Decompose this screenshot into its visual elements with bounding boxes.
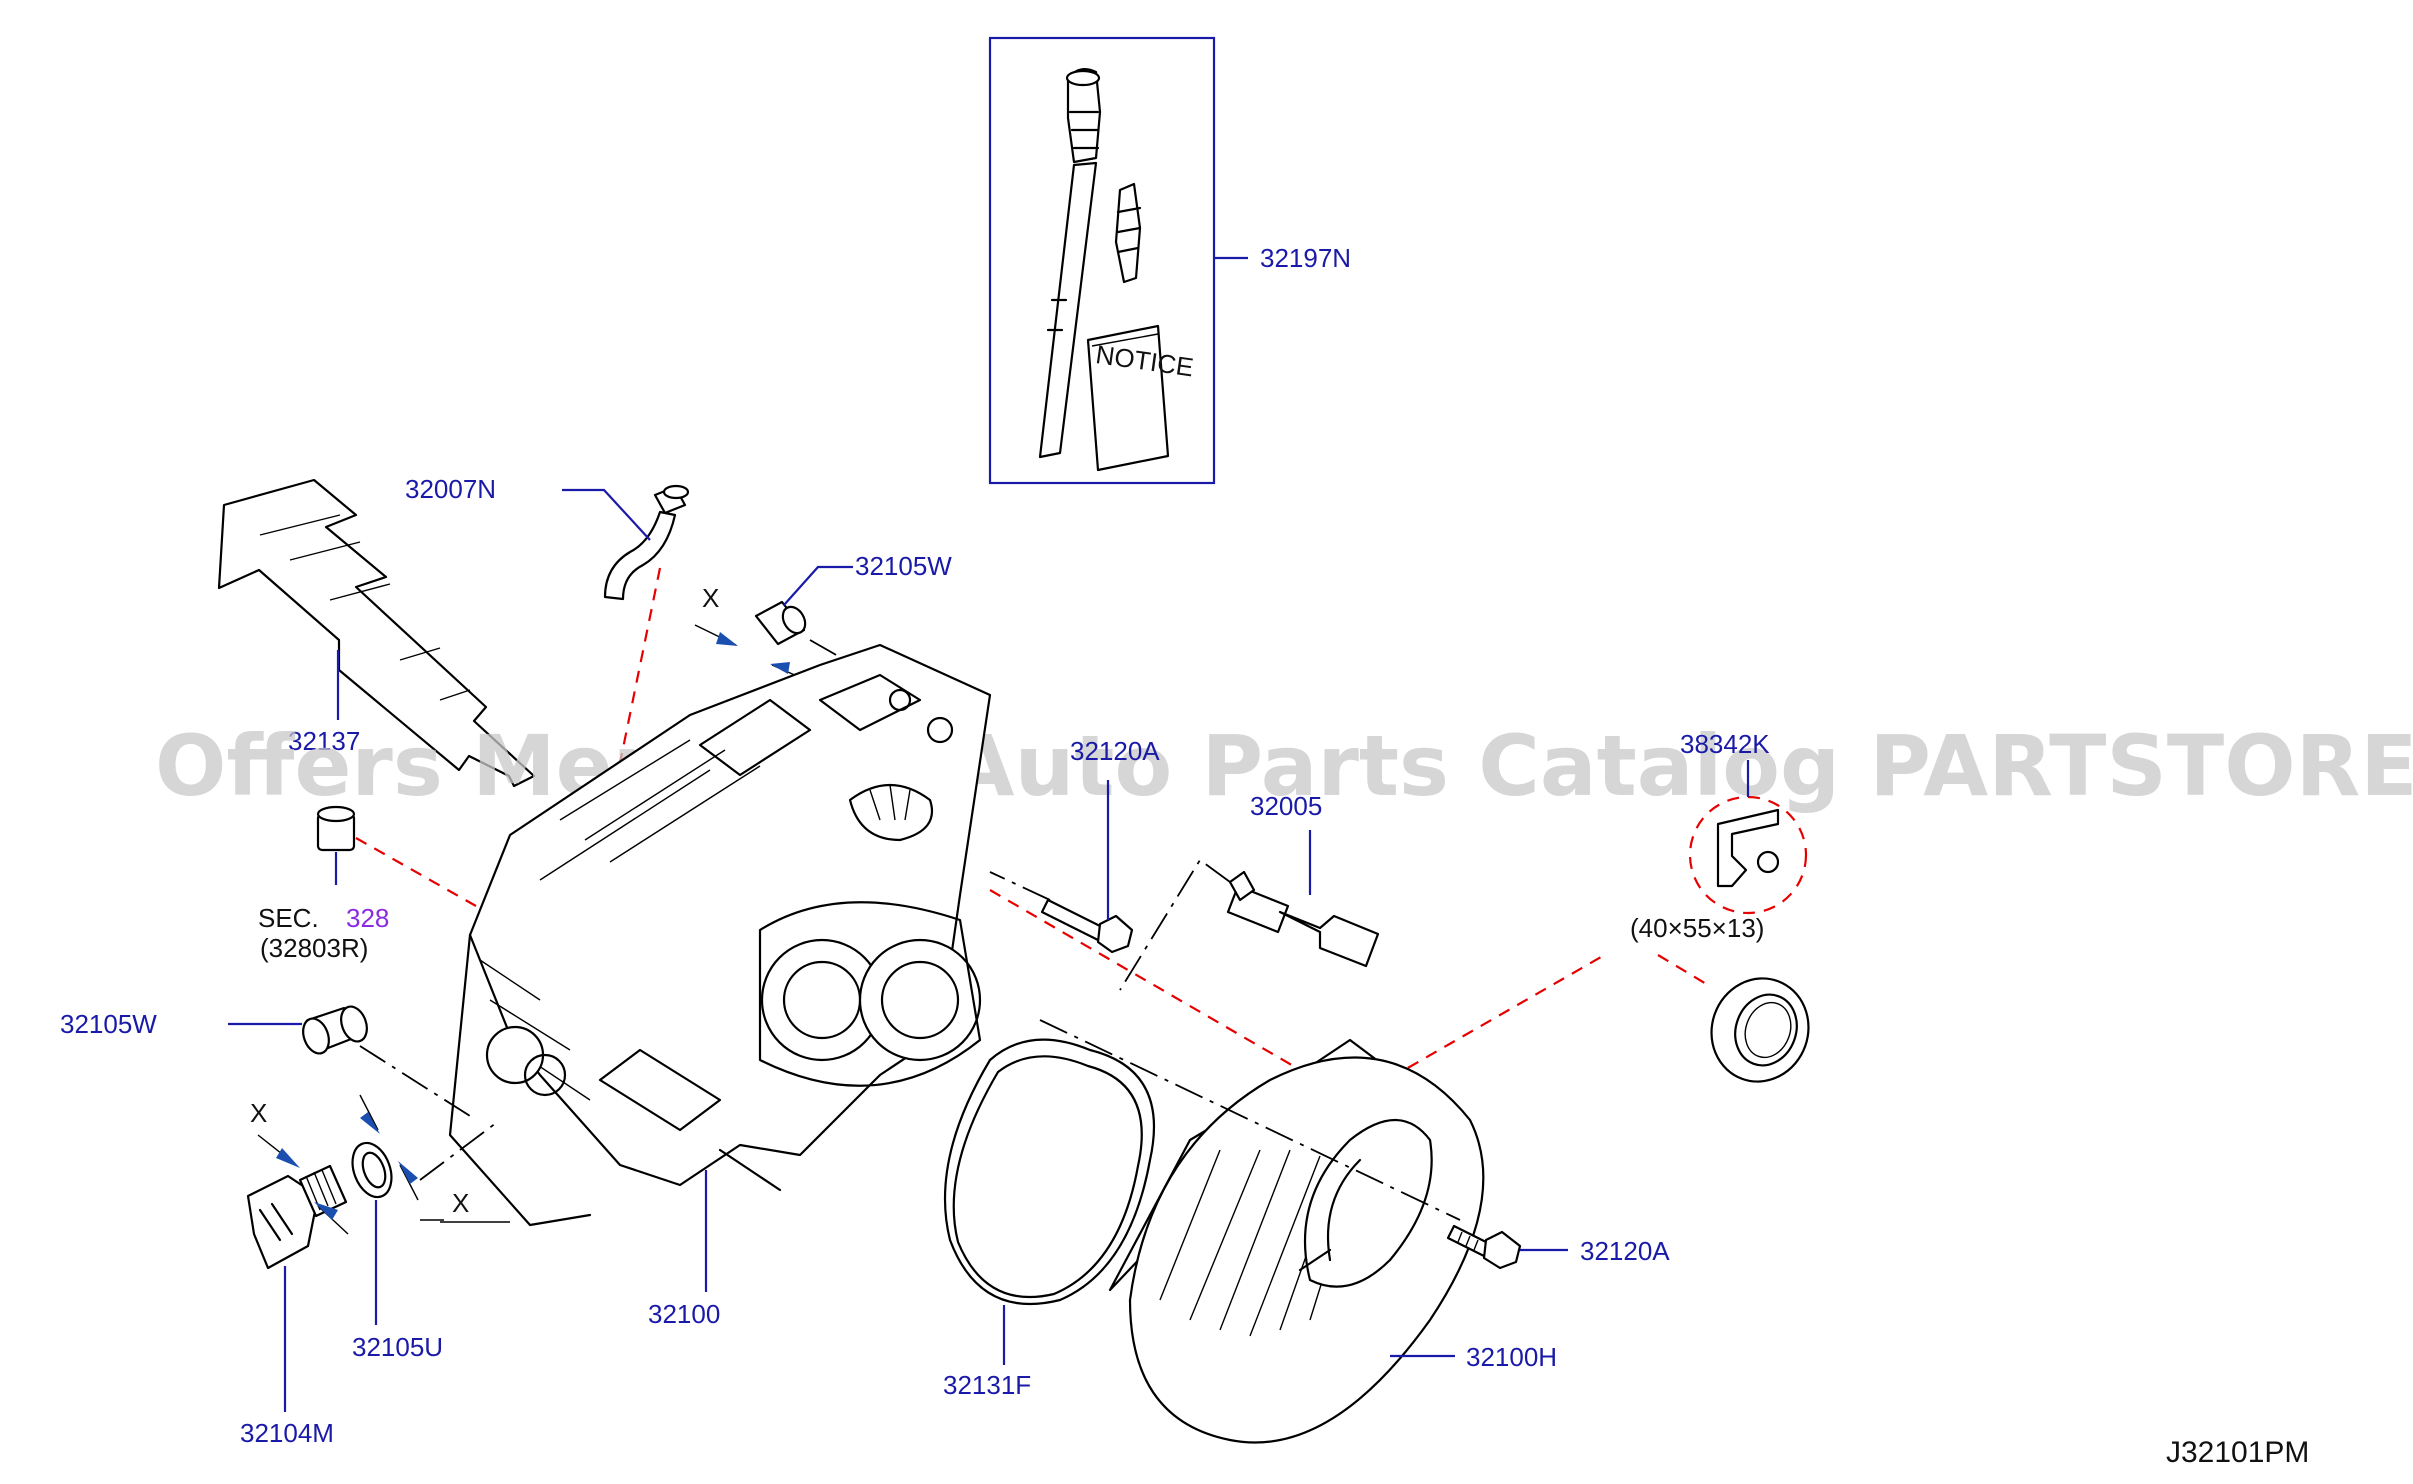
callout-32105W-left[interactable]: 32105W [60,1009,157,1039]
callout-32197N[interactable]: 32197N [1260,243,1351,273]
seal-38342K-detail[interactable] [1688,760,1808,915]
sec-328-bushing-drawing[interactable] [316,805,477,907]
cross-mark-lower: X X [250,1094,510,1235]
tube-part-drawing [1038,67,1102,459]
repair-kit-box[interactable]: NOTICE [988,36,1248,485]
notice-booklet: NOTICE [1086,324,1195,472]
bracket-32137-drawing[interactable] [217,478,536,788]
oil-seal-ring-drawing[interactable] [1697,965,1823,1096]
sec-prefix: SEC. [258,903,319,933]
seal-size: (40×55×13) [1630,913,1764,943]
callout-38342K[interactable]: 38342K [1680,729,1770,759]
callout-32105U[interactable]: 32105U [352,1332,443,1362]
callout-32005[interactable]: 32005 [1250,791,1322,821]
callout-32100H[interactable]: 32100H [1466,1342,1557,1372]
callout-32100[interactable]: 32100 [648,1299,720,1329]
callout-32007N[interactable]: 32007N [405,474,496,504]
watermark: Offers Merchant Auto Parts Catalog PARTS… [155,717,2413,815]
diagram-code: J32101PM [2166,1436,2309,1469]
bolt-32120A-mid-drawing[interactable] [989,780,1134,954]
callout-32105W-top[interactable]: 32105W [855,551,952,581]
sensor-32005-drawing[interactable] [1119,830,1380,991]
bolt-32120A-right-drawing[interactable] [1446,1224,1568,1270]
callout-32120A-right[interactable]: 32120A [1580,1236,1670,1266]
sec-ref: (32803R) [260,933,368,963]
bushing-32105W-left-drawing[interactable] [228,1003,471,1117]
callout-32131F[interactable]: 32131F [943,1370,1031,1400]
valve-part-drawing [1114,182,1142,284]
callout-32104M[interactable]: 32104M [240,1418,334,1448]
bushing-32105W-top-drawing[interactable] [754,565,881,681]
cross-mark-top: X [694,583,807,681]
callout-32120A-mid[interactable]: 32120A [1070,736,1160,766]
breather-hose-32007N-drawing[interactable] [562,484,690,601]
gasket-32131F-drawing[interactable] [944,1038,1156,1365]
cross-marker-left: X [250,1098,267,1128]
washer-32105U-drawing[interactable] [346,1138,399,1325]
sec-number[interactable]: 328 [346,903,389,933]
transmission-case-32100-drawing[interactable] [448,643,992,1292]
cross-marker-top: X [702,583,719,613]
cross-marker-right: X [452,1188,469,1218]
drain-plug-32104M-drawing[interactable] [246,1164,348,1412]
cover-32100H-drawing[interactable] [1039,1019,1485,1444]
callout-32137[interactable]: 32137 [288,726,360,756]
